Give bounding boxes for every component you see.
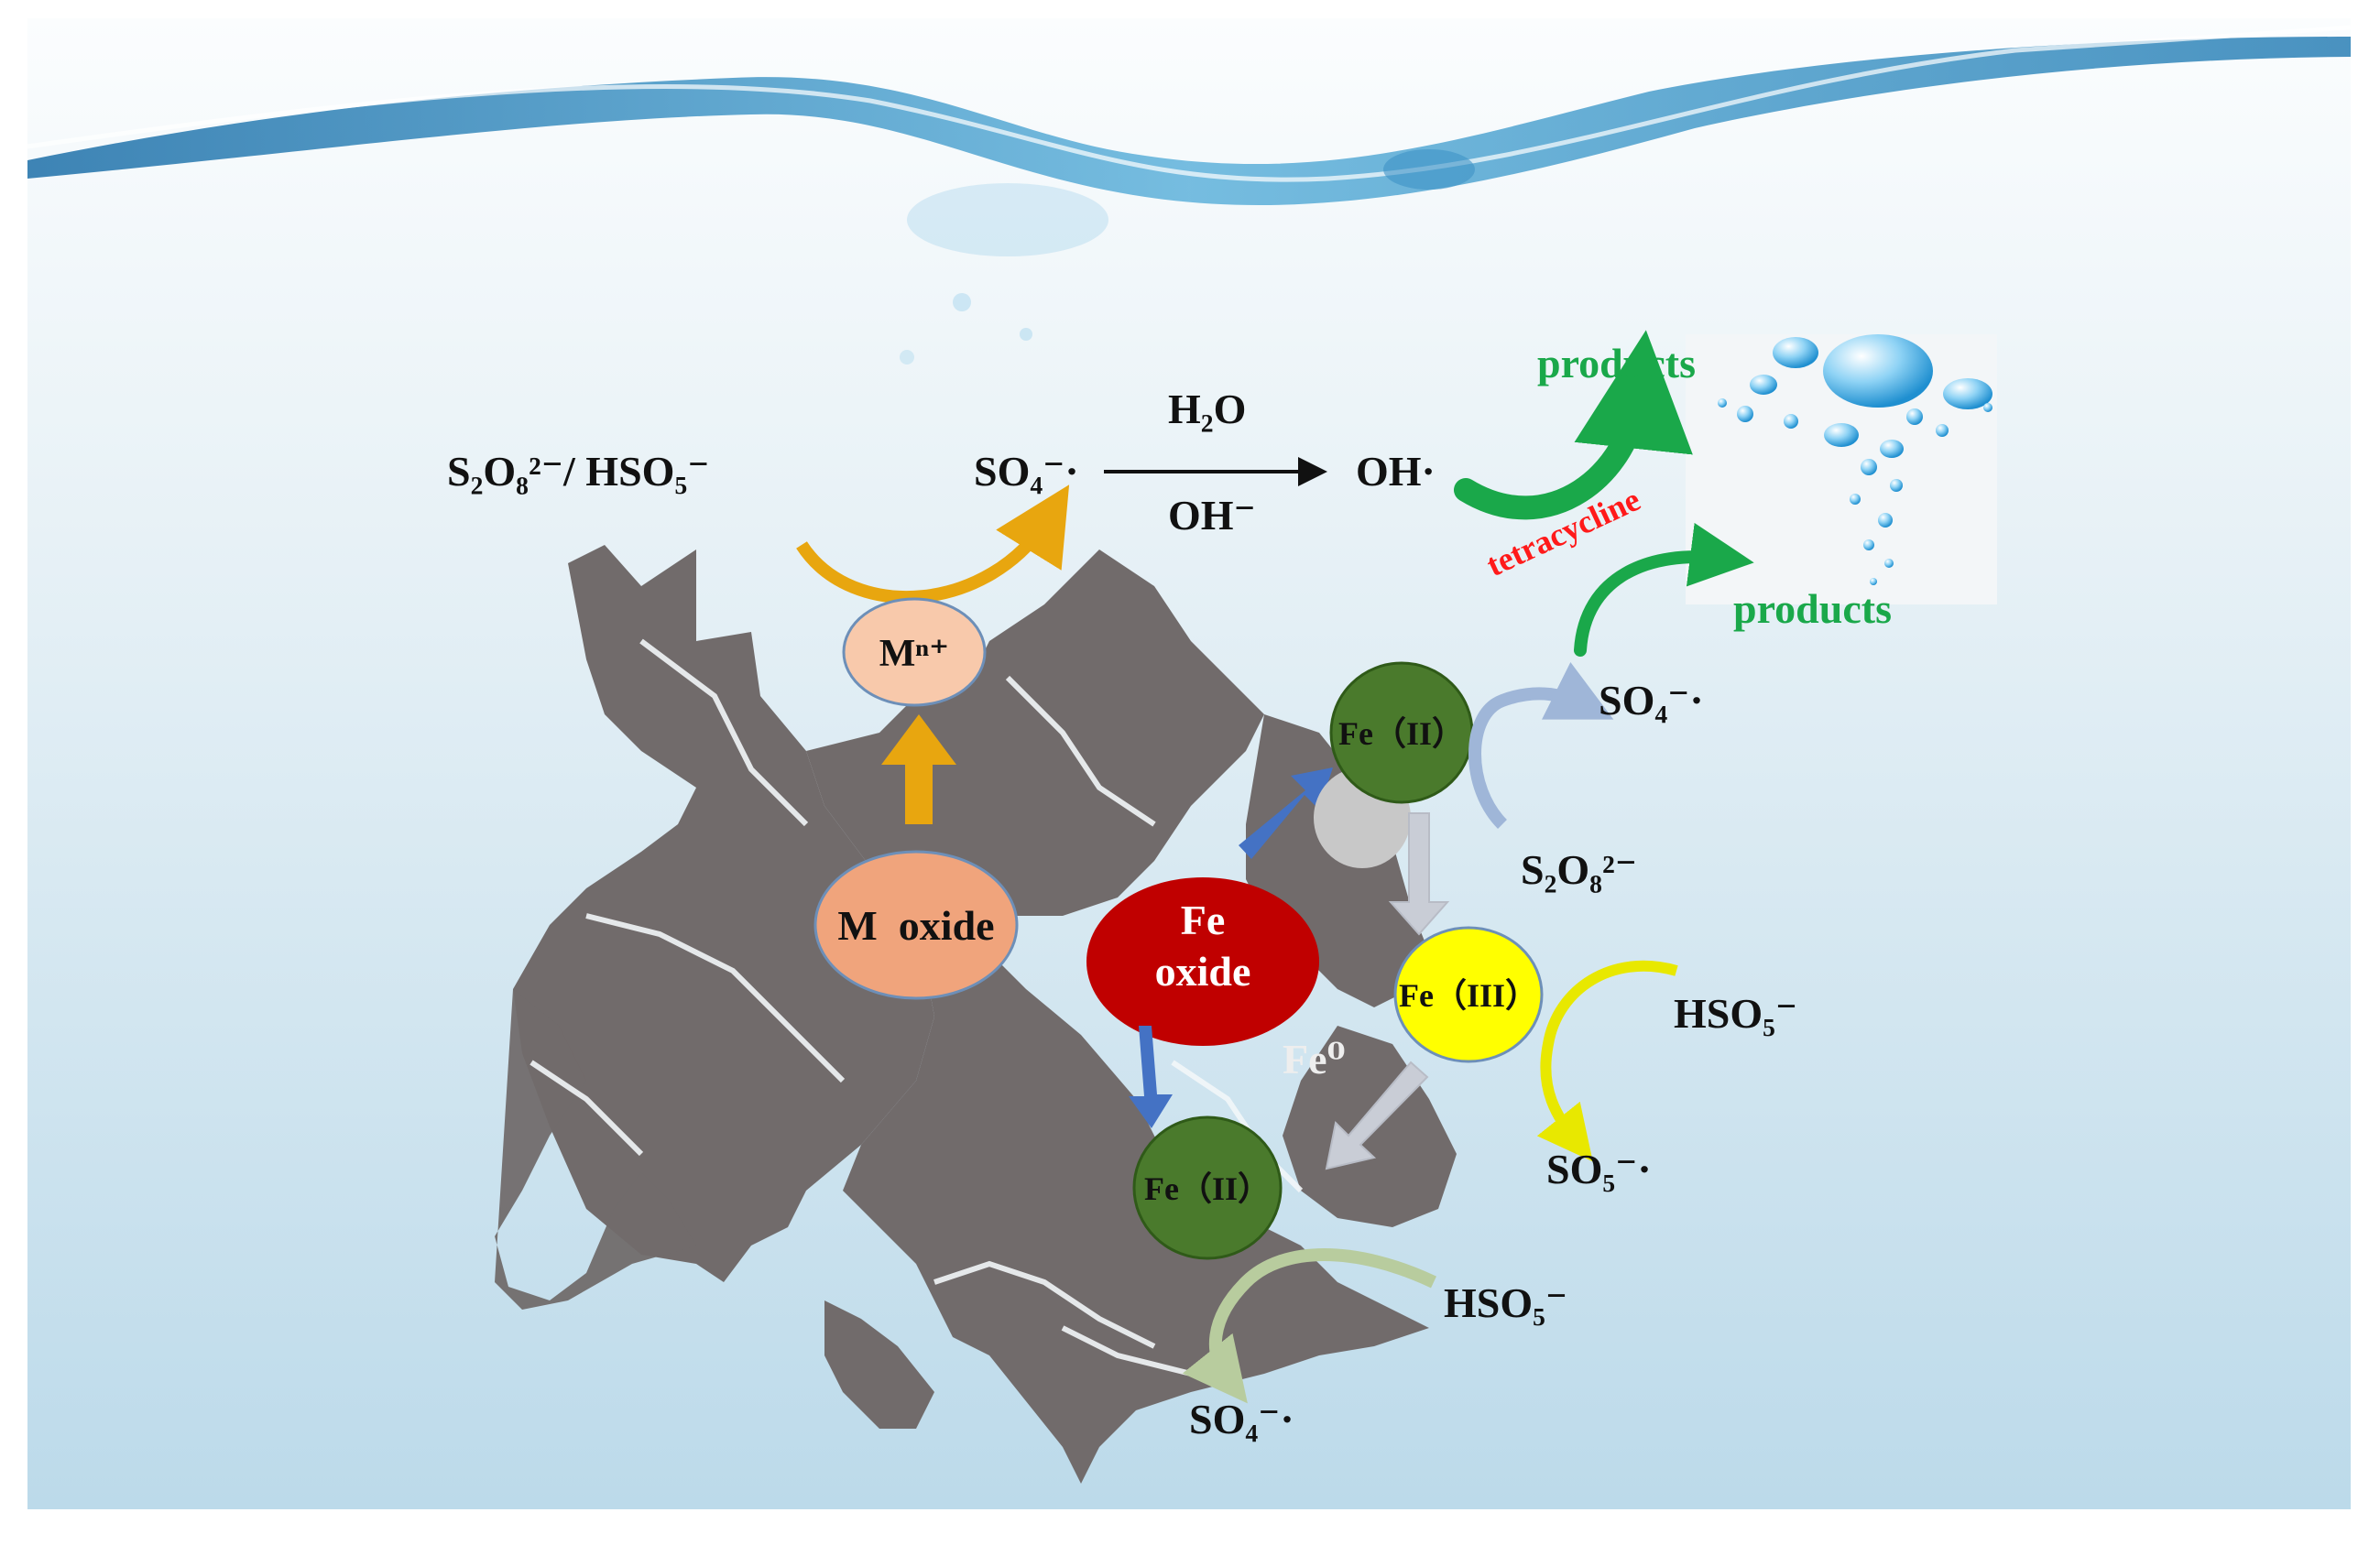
fe2-persulfate-cycle-arrow xyxy=(1468,662,1614,829)
fe3-to-fe2-arrow xyxy=(1325,1061,1429,1170)
m-oxide-to-ion-arrow xyxy=(881,714,956,824)
m-ion-activation-arrow xyxy=(796,484,1070,604)
products-label-top: products xyxy=(1537,340,1696,386)
hso5-right-label: HSO₅⁻ xyxy=(1674,990,1797,1037)
fe2-to-fe3-arrow xyxy=(1388,812,1450,936)
fe-oxide-to-fe2-bottom-arrow xyxy=(1129,1026,1173,1128)
m-ion-node xyxy=(842,597,987,707)
fe3-label: Fe（III） xyxy=(1399,977,1538,1014)
so4-radical-label: SO₄⁻· xyxy=(974,448,1079,495)
degradation-arrow-top xyxy=(1454,330,1693,520)
hso5-bottom-label: HSO₅⁻ xyxy=(1444,1279,1567,1326)
biochar-cracks xyxy=(529,638,1304,1376)
fe2-pms-cycle-arrow xyxy=(1182,1248,1436,1404)
so4-radical-bottom-label: SO₄⁻· xyxy=(1189,1396,1294,1442)
fe2-top-label: Fe（II） xyxy=(1338,715,1465,752)
bubble-cluster xyxy=(1686,334,1997,604)
water-label: H₂O xyxy=(1168,386,1246,432)
m-oxide-label: M oxide xyxy=(837,902,994,949)
fe-oxide-to-fe2-top-arrow xyxy=(1239,767,1333,859)
fe2-bottom-node xyxy=(1132,1115,1283,1260)
fe0-label: Fe⁰ xyxy=(1283,1036,1346,1083)
so5-radical-label: SO₅⁻· xyxy=(1546,1146,1652,1192)
fe-oxide-label-line2: oxide xyxy=(1155,948,1251,995)
fe3-node xyxy=(1393,926,1544,1063)
water-surface-wave xyxy=(27,25,2352,364)
fe3-pms-cycle-arrow xyxy=(1536,960,1678,1162)
degradation-arrow-right xyxy=(1574,522,1754,657)
products-label-right: products xyxy=(1733,585,1892,632)
fe2-bottom-label: Fe（II） xyxy=(1144,1170,1271,1207)
hydroxide-label: OH⁻ xyxy=(1168,492,1256,539)
fe-oxide-label-line1: Fe xyxy=(1181,897,1226,943)
hydroxyl-radical-label: OH· xyxy=(1356,448,1436,495)
s2o8-right-label: S₂O₈²⁻ xyxy=(1521,846,1637,893)
fe-oxide-node xyxy=(1086,877,1319,1046)
so4-radical-right-label: SO₄⁻· xyxy=(1599,677,1704,724)
m-ion-label: Mⁿ⁺ xyxy=(879,633,949,675)
m-oxide-node xyxy=(813,850,1019,1000)
oxidant-label: S₂O₈²⁻/ HSO₅⁻ xyxy=(447,448,710,495)
